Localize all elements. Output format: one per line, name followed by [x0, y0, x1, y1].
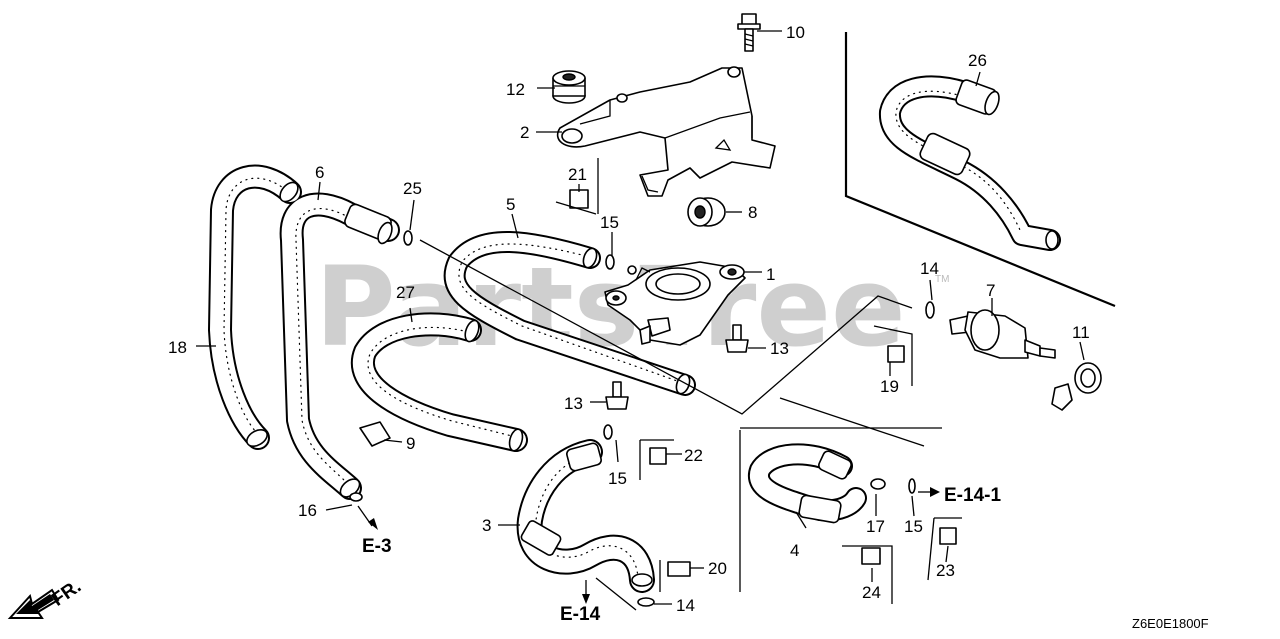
front-arrow-label: FR. [48, 576, 85, 611]
callout-labels: 1 2 3 4 5 6 7 8 9 10 11 12 13 13 14 14 1… [168, 23, 1090, 615]
callout-3: 3 [482, 516, 491, 535]
callout-23: 23 [936, 561, 955, 580]
callout-14-bottom: 14 [676, 596, 695, 615]
grommet-part-8 [687, 197, 726, 227]
diagram-code: Z6E0E1800F [1132, 616, 1209, 631]
bracket-part [556, 66, 776, 197]
callout-24: 24 [862, 583, 881, 602]
frame-lines [419, 32, 1116, 611]
callout-20: 20 [708, 559, 727, 578]
callout-10: 10 [786, 23, 805, 42]
callout-13-left: 13 [564, 394, 583, 413]
callout-15-middle: 15 [608, 469, 627, 488]
callout-6: 6 [315, 163, 324, 182]
grommet-part [552, 70, 586, 104]
callout-8: 8 [748, 203, 757, 222]
front-arrow-icon [7, 588, 60, 619]
callout-12: 12 [506, 80, 525, 99]
callout-18: 18 [168, 338, 187, 357]
fuel-filter-part [949, 309, 1056, 359]
callout-leaders [196, 30, 1085, 605]
callout-13-right: 13 [770, 339, 789, 358]
clip-parts [349, 189, 957, 607]
reference-e14-1: E-14-1 [944, 485, 1001, 506]
callout-15-top: 15 [600, 213, 619, 232]
clamp-part-11 [1051, 362, 1102, 411]
callout-19: 19 [880, 377, 899, 396]
callout-16: 16 [298, 501, 317, 520]
hose-fittings [246, 79, 1059, 587]
callout-2: 2 [520, 123, 529, 142]
callout-5: 5 [506, 195, 515, 214]
callout-26: 26 [968, 51, 987, 70]
callout-21: 21 [568, 165, 587, 184]
callout-9: 9 [406, 434, 415, 453]
callout-14-top: 14 [920, 259, 939, 278]
reference-e3: E-3 [362, 536, 392, 557]
section-references: E-3 E-14 E-14-1 [362, 485, 1001, 625]
callout-25: 25 [403, 179, 422, 198]
callout-15-right: 15 [904, 517, 923, 536]
bolt-part [737, 13, 761, 52]
reference-arrows [357, 487, 940, 604]
callout-22: 22 [684, 446, 703, 465]
trademark-mark: TM [935, 274, 949, 285]
callout-7: 7 [986, 281, 995, 300]
reference-e14: E-14 [560, 604, 601, 625]
callout-1: 1 [766, 265, 775, 284]
callout-11: 11 [1072, 323, 1090, 342]
callout-4: 4 [790, 541, 799, 560]
screw-part [605, 324, 749, 410]
callout-17: 17 [866, 517, 885, 536]
callout-27: 27 [396, 283, 415, 302]
fuel-pump-part [604, 261, 746, 346]
hose-fills [210, 77, 1059, 591]
